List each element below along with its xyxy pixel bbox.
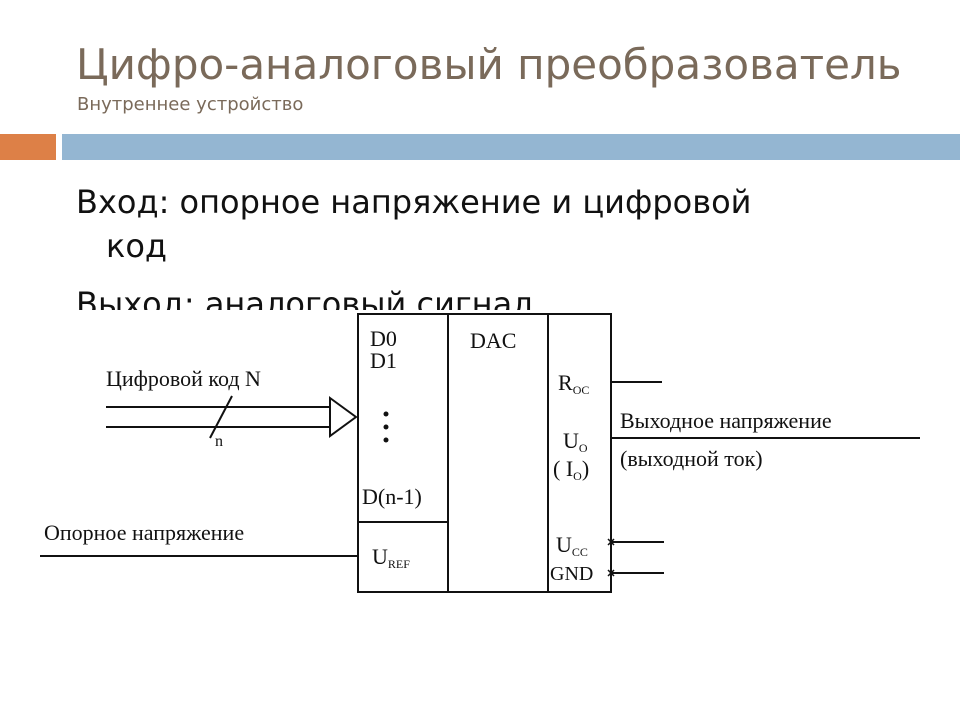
bullet-input-line1: Вход: опорное напряжение и цифровой bbox=[76, 183, 752, 221]
slide-title: Цифро-аналоговый преобразователь bbox=[76, 40, 902, 89]
accent-band-blue bbox=[62, 134, 960, 160]
pin-ellipsis bbox=[383, 411, 389, 443]
input-code-label: Цифровой код N bbox=[106, 366, 261, 391]
bus-width-label: n bbox=[215, 433, 223, 450]
dac-label: DAC bbox=[470, 328, 516, 353]
output-current-label: (выходной ток) bbox=[620, 446, 763, 471]
pin-d0: D0 bbox=[370, 326, 397, 351]
slide-subtitle: Внутреннее устройство bbox=[77, 94, 304, 115]
ucc-line bbox=[607, 538, 664, 546]
pin-dn: D(n-1) bbox=[362, 484, 422, 509]
output-voltage-label: Выходное напряжение bbox=[620, 408, 832, 433]
pin-gnd: GND bbox=[550, 563, 593, 585]
reference-voltage-label: Опорное напряжение bbox=[44, 520, 244, 545]
accent-band-orange bbox=[0, 134, 56, 160]
pin-d1: D1 bbox=[370, 348, 397, 373]
pin-uo: UO bbox=[563, 428, 588, 455]
dac-diagram: D0 D1 D(n-1) UREF DAC ROC UO ( IO) UCC G… bbox=[0, 310, 960, 610]
gnd-line bbox=[607, 569, 664, 577]
bullet-input-line2: код bbox=[106, 227, 168, 265]
dac-block bbox=[357, 313, 612, 593]
input-bus-arrow bbox=[106, 395, 358, 439]
pin-ucc: UCC bbox=[556, 532, 588, 559]
pin-io: ( IO) bbox=[553, 456, 589, 483]
pin-roc: ROC bbox=[558, 370, 589, 397]
bullet-list: Вход: опорное напряжение и цифровой код … bbox=[76, 180, 916, 326]
dac-diagram-svg: D0 D1 D(n-1) UREF DAC ROC UO ( IO) UCC G… bbox=[40, 313, 920, 593]
pin-uref: UREF bbox=[372, 544, 410, 571]
